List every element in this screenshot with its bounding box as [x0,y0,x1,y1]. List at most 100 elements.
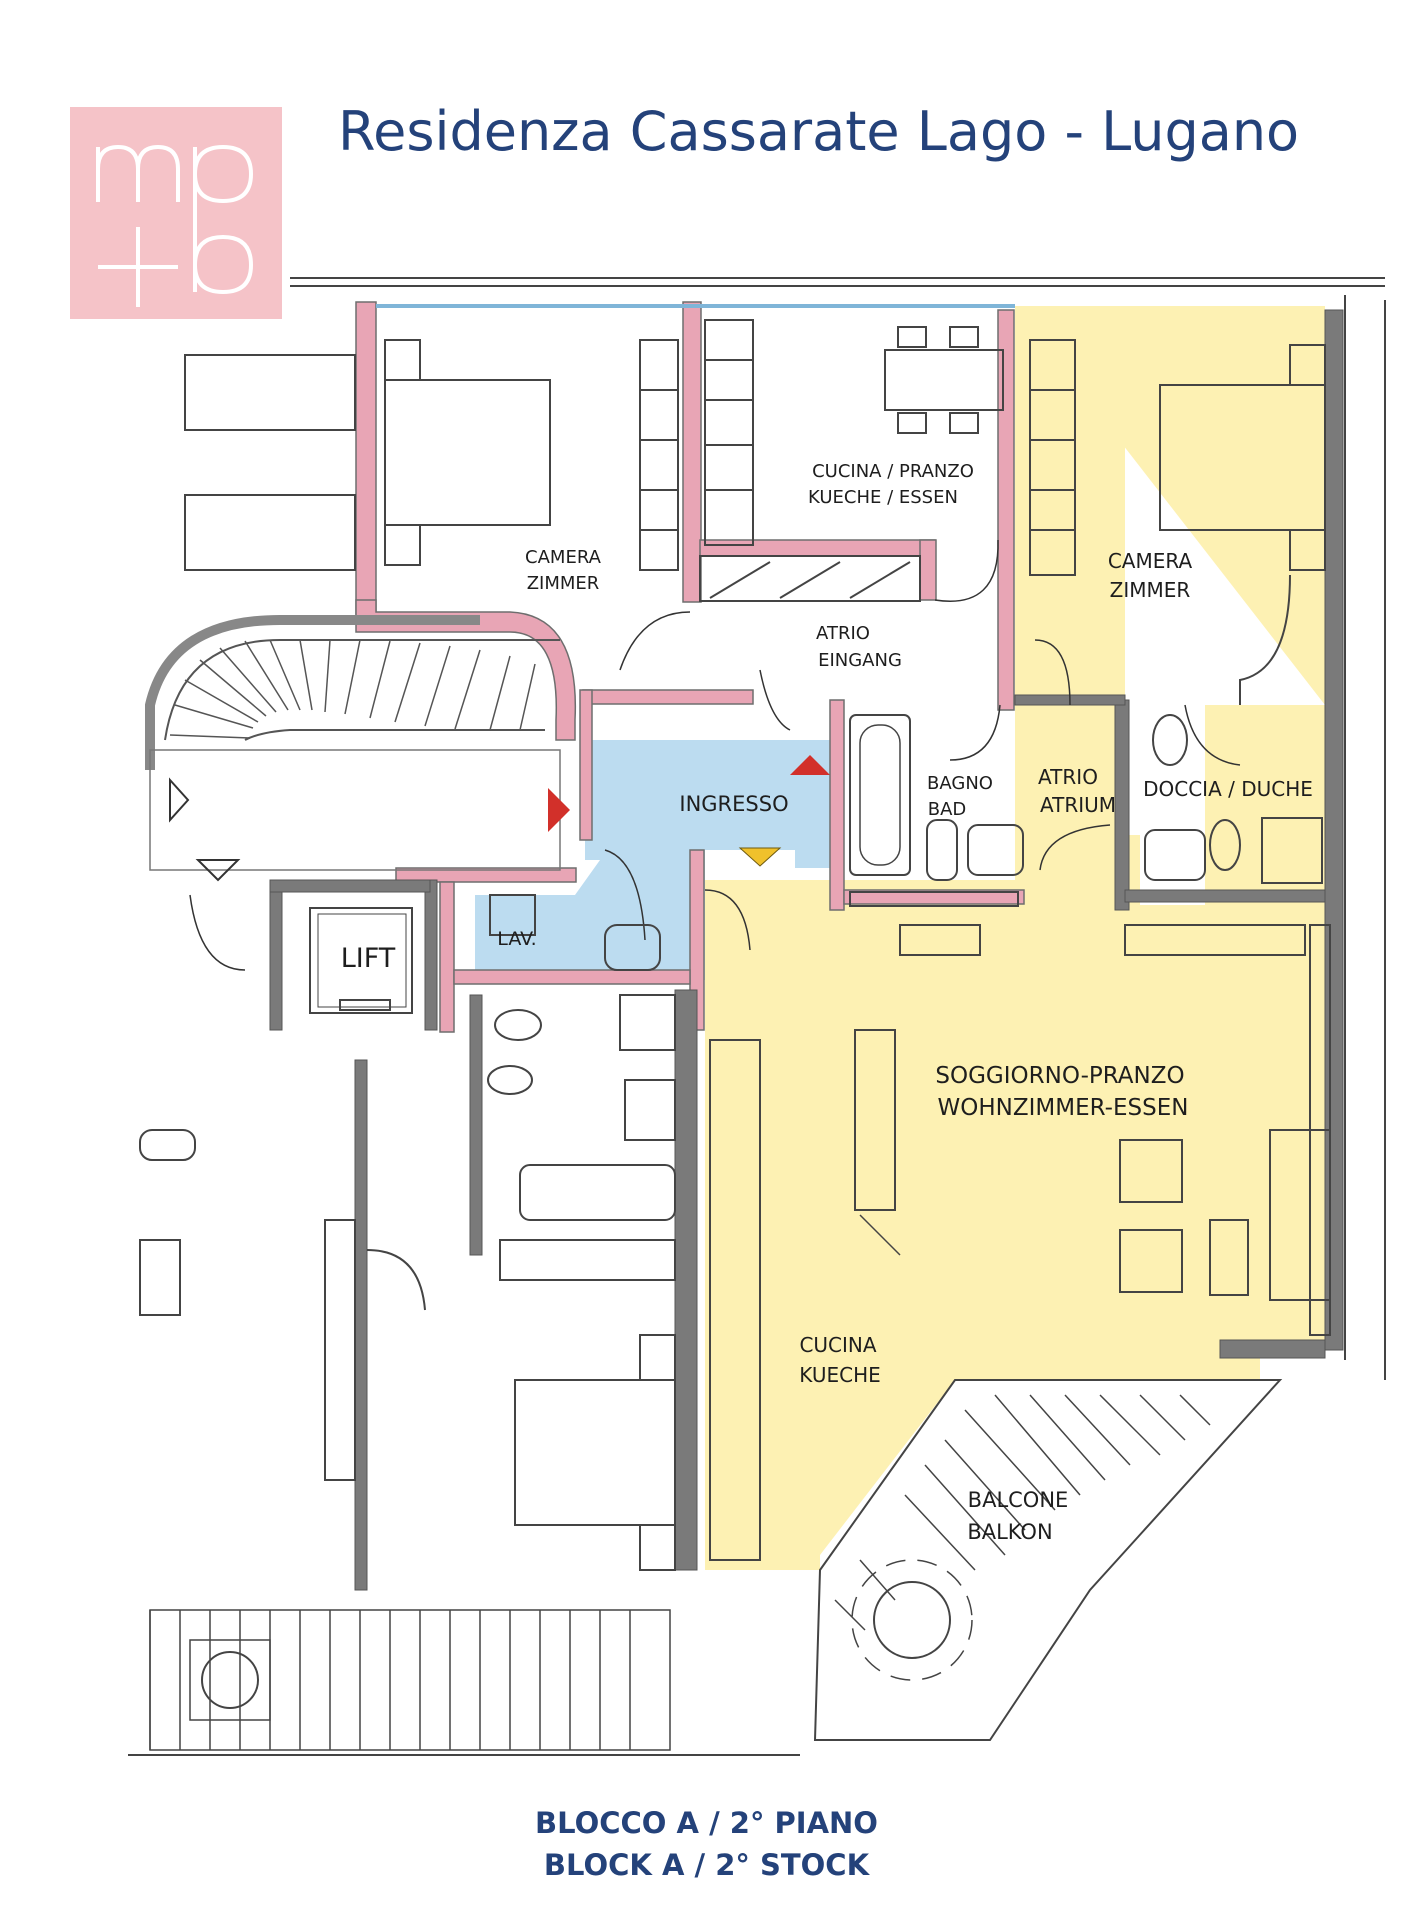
lower-bedroom [139,1129,676,1571]
balcony-table [873,1581,951,1659]
wall-ingresso-top [582,689,754,705]
wall-lower-left [354,1059,368,1591]
tv-unit [854,1029,896,1211]
entrance-area [475,740,830,980]
chair-1 [897,326,927,348]
nightstand-right-2 [1289,529,1326,571]
nightstand-left-2 [384,524,421,566]
side-table [1209,1219,1249,1296]
label-lift: LIFT [341,943,396,974]
right-bedroom-furniture [1029,339,1326,705]
door-atrio-left [619,611,691,671]
shower-tray [1261,817,1323,884]
shelf-right [1124,924,1306,956]
chair-4 [949,412,979,434]
bed-lower [514,1379,676,1526]
left-bedroom-furniture [184,339,679,571]
label-camera-left-1: CAMERA [525,547,602,568]
wall-atrium-right [1114,699,1130,911]
bathtub-lower [519,1164,676,1221]
door-soggiorno [704,889,751,951]
stair-outer-rail [164,639,560,741]
nightstand-right-1 [1289,344,1326,386]
wall-lav-bottom [453,969,691,985]
label-balcone-2: BALKON [967,1520,1052,1544]
outside-item-1 [139,1239,181,1316]
label-cucina-top-2: KUECHE / ESSEN [808,487,958,508]
apartment-fill-main [705,306,1325,1570]
door-atrium [1039,824,1111,871]
door-ingresso-down [604,849,646,941]
door-ingresso [759,669,791,731]
page-title: Residenza Cassarate Lago - Lugano [338,100,1300,163]
label-lav: LAV. [497,928,536,950]
atrium-fill [1015,705,1115,895]
red-marker-landing [548,788,570,832]
label-ingresso: INGRESSO [679,792,788,816]
chair-2 [949,326,979,348]
door-kitchen [934,539,999,602]
bagno-shelf [849,891,1019,907]
wall-lower-right [1219,1339,1326,1359]
bidet-lower [487,1065,533,1095]
wall-outer-right [1324,309,1344,1351]
label-atrio-eingang-2: EINGANG [818,650,902,671]
lift-shaft [309,907,413,1014]
red-marker-ingresso [790,755,830,775]
door-camera-right [1034,639,1071,706]
wall-doccia-bottom [1124,889,1326,903]
doccia-fixtures [1144,714,1323,884]
footer-line-1: BLOCCO A / 2° PIANO [535,1806,878,1840]
doors [189,539,1241,971]
wall-corner [1239,574,1291,705]
toilet-bagno [926,819,958,881]
wardrobe-atrio [699,555,921,602]
bagno-fixtures [849,714,1024,907]
wardrobe-lower-bed [324,1219,356,1481]
toilet-doccia [1152,714,1188,766]
lower-terrace [149,1609,671,1751]
wall-wardrobe-right [919,539,937,601]
wall-kitchen-right [997,309,1015,711]
bed-left [384,379,551,526]
sink-lower [624,1079,676,1141]
label-atrio-eingang-1: ATRIO [816,623,870,644]
door-lower-bed [366,1249,426,1311]
label-doccia: DOCCIA / DUCHE [1143,777,1313,801]
label-camera-right-2: ZIMMER [1110,578,1191,602]
wardrobe-lower [499,1239,676,1281]
armchair-2 [1119,1229,1183,1293]
wall-lift-top [395,867,577,883]
room-labels: CAMERA ZIMMER CUCINA / PRANZO KUECHE / E… [341,461,1313,1544]
toilet-lower [494,1009,542,1041]
stair-hint [859,1214,901,1256]
landing [149,749,561,871]
balcony-slats [834,1394,1211,1631]
dark-walls [269,309,1344,1591]
outside-bench-1 [184,354,356,431]
ingresso-fill [475,740,830,980]
outside-bench-2 [184,494,356,571]
outer-boundary-lines [128,277,1386,1756]
door-doccia [1184,704,1241,766]
balcony-outline [813,1379,1283,1741]
footer-line-2: BLOCK A / 2° STOCK [543,1848,870,1882]
label-camera-left-2: ZIMMER [527,573,600,594]
wall-ingresso-right [829,699,845,911]
balcony [813,1379,1283,1741]
door-bagno [949,704,1001,761]
label-cucina-top-1: CUCINA / PRANZO [812,461,974,482]
stair-inner-rail [244,729,545,741]
label-cucina-bottom-2: KUECHE [799,1363,881,1387]
terrace-outline [149,1609,671,1751]
kitchen-cabinets [704,319,754,546]
right-cabinets [1309,924,1331,1336]
bathtub-bagno [849,714,911,876]
lift-cabin [309,907,413,1014]
pink-walls [355,301,1025,1033]
wall-wardrobe-top [699,539,936,557]
kitchen-counter [709,1039,761,1561]
label-camera-right-1: CAMERA [1108,549,1193,573]
terrace-slats [179,1610,631,1750]
